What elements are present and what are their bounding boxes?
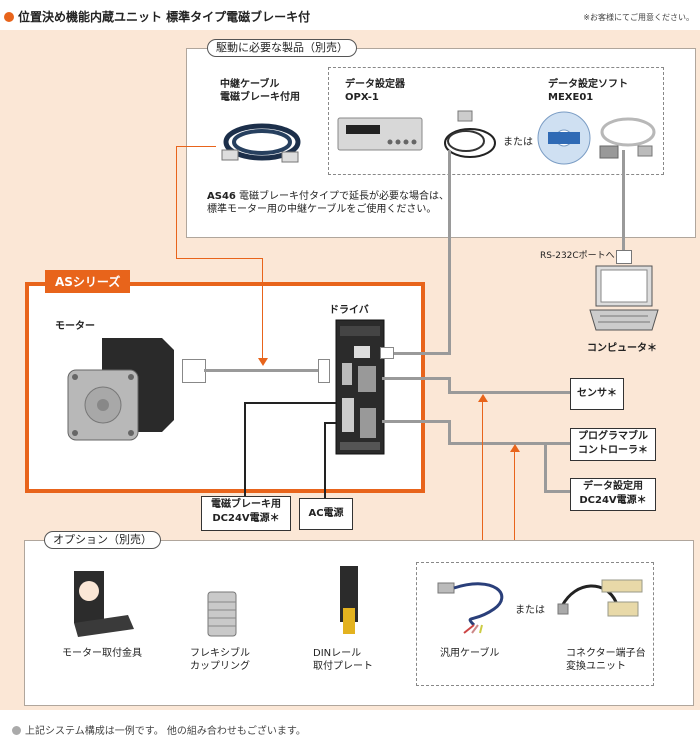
- sensor-line-c: [448, 391, 572, 394]
- motor-mount-label: モーター取付金具: [62, 648, 142, 659]
- dcpower-line-b: [544, 490, 572, 493]
- driver-data-port: [380, 347, 394, 359]
- plc-line-b: [448, 420, 451, 444]
- brake-power-line-b: [244, 402, 336, 404]
- rs232c-connector: [616, 250, 632, 264]
- opx1-image: [337, 117, 423, 151]
- plc-box: プログラマブルコントローラ＊: [570, 428, 656, 461]
- sensor-line-b: [448, 377, 451, 393]
- rs232c-port-label: RS-232Cポートへ: [540, 251, 615, 261]
- motor-mount-image: [74, 571, 134, 637]
- rs232c-cable-line: [622, 150, 625, 252]
- mexe01-cd-image: [537, 111, 591, 165]
- option-or-text: または: [515, 605, 545, 616]
- options-panel: [24, 540, 694, 706]
- page-title: 位置決め機能内蔵ユニット 標準タイプ電磁ブレーキ付: [4, 8, 310, 25]
- option-arrow-icon-b: [510, 444, 520, 452]
- rs232c-cable-image: [599, 117, 656, 159]
- data-setter-group: [328, 67, 664, 175]
- footer-bullet-icon: [12, 726, 21, 735]
- data-setter-label: データ設定器 OPX-1: [345, 79, 405, 103]
- din-plate-label: DINレール取付プレート: [313, 648, 373, 672]
- computer-label: コンピュータ＊: [587, 343, 657, 354]
- driver-motor-connector: [318, 359, 330, 383]
- relay-cable-ref-d: [262, 258, 263, 362]
- motor-label: モーター: [55, 321, 95, 332]
- relay-cable-label: 中継ケーブル 電磁ブレーキ付用: [220, 79, 300, 103]
- motor-connector: [182, 359, 206, 383]
- ac-power-line-b: [324, 422, 336, 424]
- title-bullet-icon: [4, 12, 14, 22]
- opx1-cable-line: [448, 150, 451, 355]
- plc-line-c: [448, 442, 572, 445]
- coupling-label: フレキシブルカップリング: [190, 648, 250, 672]
- general-cable-label: 汎用ケーブル: [440, 648, 500, 659]
- motor-image: [67, 338, 174, 441]
- relay-cable-ref-b: [176, 146, 177, 258]
- motor-cable-line: [204, 369, 318, 372]
- relay-cable-note: AS46 電磁ブレーキ付タイプで延長が必要な場合は、 標準モーター用の中継ケーブ…: [207, 191, 450, 215]
- setter-or-text: または: [503, 137, 533, 148]
- computer-image: [589, 265, 659, 331]
- option-cable-ref-b: [514, 450, 515, 562]
- coupling-image: [207, 591, 237, 637]
- general-cable-image: [437, 582, 504, 634]
- relay-cable-image: [221, 123, 301, 163]
- footer-note: 上記システム構成は一例です。 他の組み合わせもございます。: [12, 722, 306, 737]
- din-plate-image: [340, 566, 358, 634]
- cable-option-group: [416, 562, 654, 686]
- option-arrow-icon-a: [478, 394, 488, 402]
- brake-power-line-a: [244, 402, 246, 498]
- driver-image: [335, 319, 385, 455]
- user-supply-note: ※お客様にてご用意ください。: [583, 13, 694, 22]
- ac-power-line-a: [324, 422, 326, 498]
- required-products-label: 駆動に必要な製品（別売）: [207, 39, 357, 57]
- relay-arrow-icon: [258, 358, 268, 366]
- data-software-label: データ設定ソフト MEXE01: [548, 79, 628, 103]
- ac-power-box: AC電源: [299, 498, 353, 530]
- dcpower-line-a: [544, 442, 547, 492]
- terminal-unit-image: [557, 579, 643, 617]
- as-series-label: ASシリーズ: [45, 270, 131, 293]
- plc-line-a: [382, 420, 450, 423]
- opx1-driver-line: [392, 352, 451, 355]
- driver-label: ドライバ: [329, 305, 369, 316]
- terminal-unit-label: コネクター端子台変換ユニット: [566, 648, 646, 672]
- option-cable-ref-a: [482, 400, 483, 562]
- sensor-line-a: [382, 377, 450, 380]
- sensor-box: センサ＊: [570, 378, 624, 410]
- relay-cable-ref-a: [176, 146, 216, 147]
- relay-cable-ref-c: [176, 258, 262, 259]
- options-label: オプション（別売）: [44, 531, 161, 549]
- opx1-cable-image: [444, 110, 496, 158]
